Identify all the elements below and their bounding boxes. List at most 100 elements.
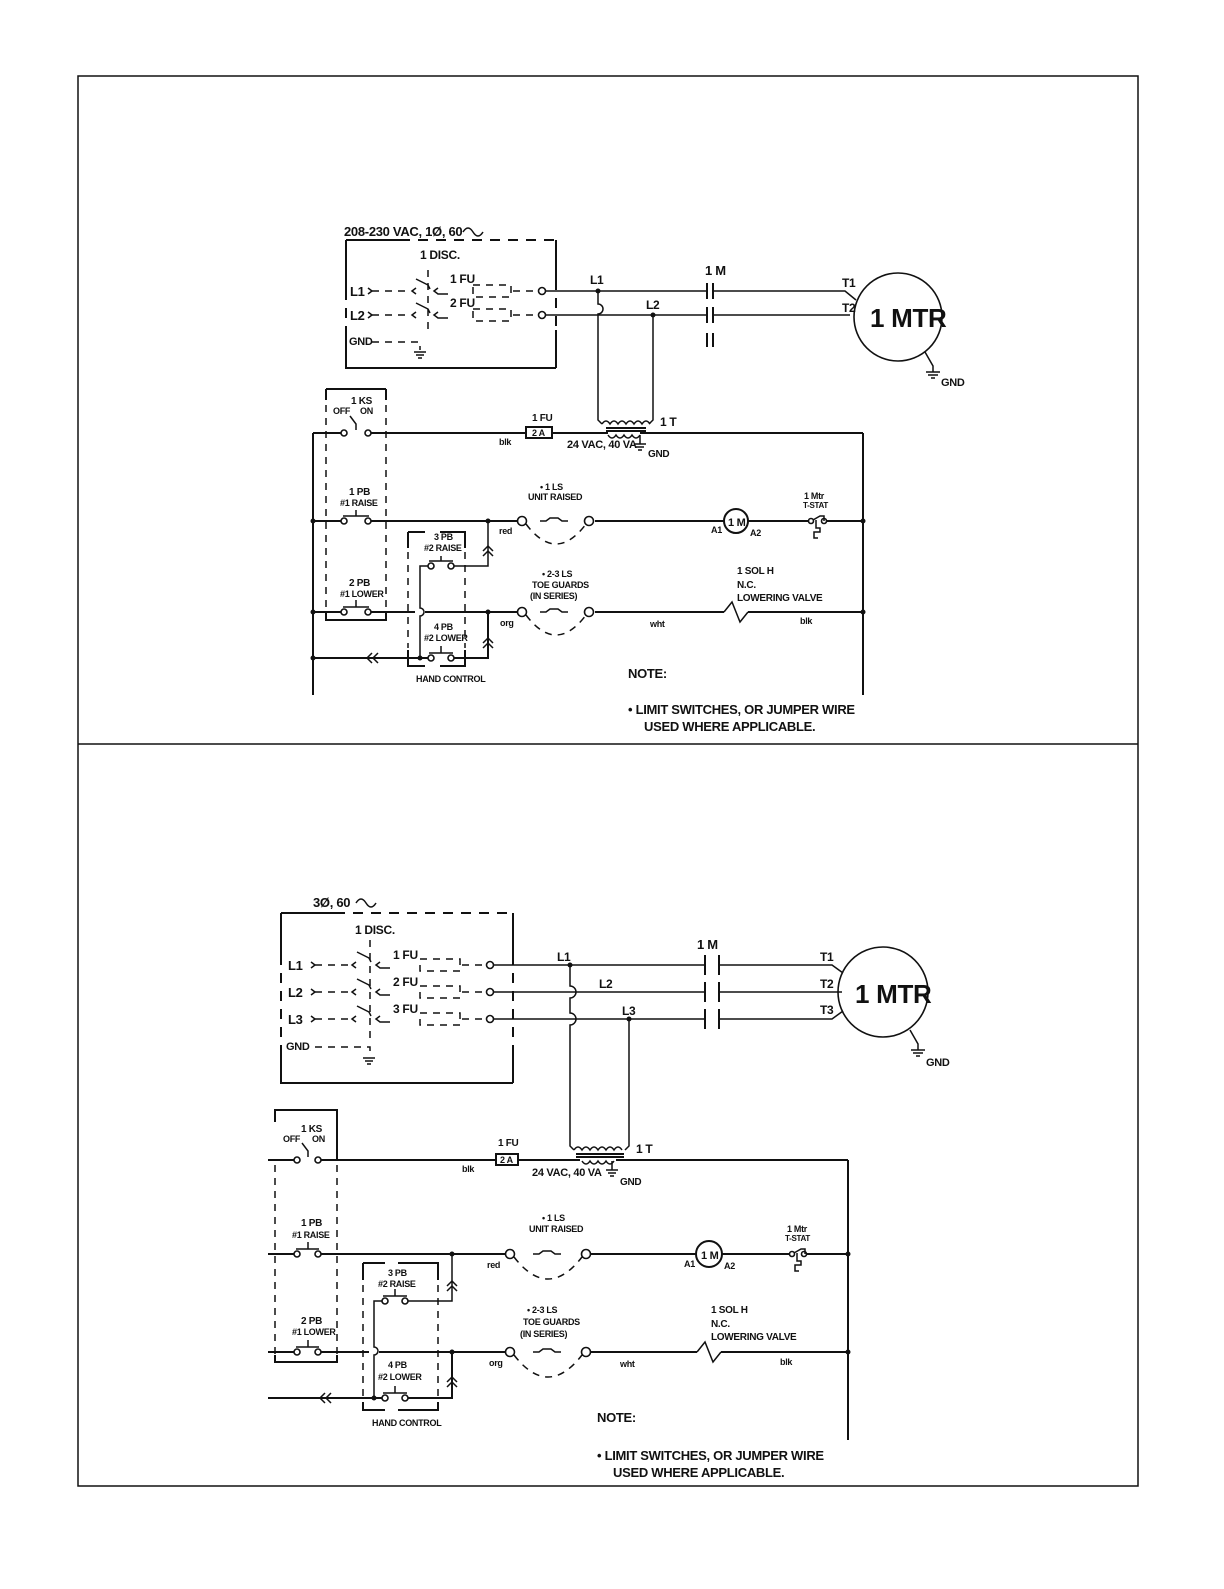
plug-connector-icon [318, 1392, 332, 1404]
wire-label-blk-top: blk [462, 1164, 475, 1174]
fuse-label-3: 3 FU [393, 1002, 418, 1016]
ls23-function: TOE GUARDS [532, 580, 589, 590]
line-l3 [494, 1010, 844, 1020]
pb2-name: 2 PB [301, 1316, 322, 1327]
solenoid-1sol-h [696, 1340, 722, 1364]
line-label-l2: L2 [350, 308, 365, 323]
fuse-label-1: 1 FU [450, 272, 475, 286]
pushbutton-1pb [296, 1242, 319, 1250]
control-fuse-name: 1 FU [532, 413, 553, 424]
pb3-function: #2 RAISE [424, 543, 462, 553]
fuse-3fu [419, 1012, 461, 1026]
transformer-ground-icon [634, 435, 646, 451]
disconnect-enclosure: 3Ø, 60 1 DISC. L1 L2 L3 GND 1 FU 2 FU [280, 895, 514, 1084]
motor-label: 1 MTR [870, 303, 947, 333]
control-fuse-1fu [525, 426, 553, 439]
note-line-1: • LIMIT SWITCHES, OR JUMPER WIRE [597, 1448, 824, 1463]
transformer-secondary [581, 1159, 615, 1165]
tstat-function: T-STAT [803, 501, 828, 510]
fuse-2fu [419, 985, 461, 999]
transformer-rating: 24 VAC, 40 VA [567, 439, 637, 451]
wire-label-blk-bottom: blk [800, 616, 813, 626]
coil-name: 1 M [701, 1250, 719, 1262]
hand-control-label: HAND CONTROL [416, 674, 486, 684]
limit-switch-1ls [533, 1250, 561, 1255]
wire-label-red: red [499, 526, 512, 536]
junction-label-l1: L1 [557, 950, 571, 964]
pushbutton-4pb [429, 646, 453, 654]
single-phase-diagram: 208-230 VAC, 1Ø, 60 1 DISC. L1 L2 GND 1 … [310, 224, 965, 734]
ls23-note: (IN SERIES) [530, 591, 578, 601]
transformer-secondary [607, 433, 641, 439]
wire-label-red: red [487, 1260, 500, 1270]
contactor-1m [706, 283, 714, 347]
pb4-function: #2 LOWER [424, 633, 468, 643]
ls23-name: • 2-3 LS [527, 1305, 558, 1315]
primary-feed-l2 [648, 315, 654, 425]
wire-label-org: org [489, 1358, 503, 1368]
line-l1 [546, 290, 857, 301]
note-title: NOTE: [628, 666, 667, 681]
contactor-1m [704, 955, 720, 1029]
motor-gnd-label: GND [926, 1057, 950, 1069]
pushbutton-3pb [429, 556, 453, 562]
tstat-name: 1 Mtr [804, 491, 825, 501]
solenoid-name: 1 SOL H [711, 1305, 748, 1316]
line-label-l1: L1 [288, 958, 303, 973]
note-line-2: USED WHERE APPLICABLE. [613, 1465, 784, 1480]
motor-ground-icon [926, 371, 940, 379]
pb1-name: 1 PB [349, 487, 370, 498]
pushbutton-3pb [383, 1289, 407, 1297]
transformer-ground-icon [606, 1161, 618, 1177]
control-fuse-1fu [495, 1153, 519, 1166]
power-circuit: L1 L2 L3 1 M 1 MTR T1 T2 T3 GND 1 T 24 V… [494, 937, 950, 1188]
motor-label: 1 MTR [855, 979, 932, 1009]
motor-gnd-label: GND [941, 377, 965, 389]
disconnect-label: 1 DISC. [355, 923, 395, 937]
wire-label-org: org [500, 618, 514, 628]
line-label-l2: L2 [288, 985, 303, 1000]
coil-a1: A1 [684, 1259, 695, 1269]
supply-label: 3Ø, 60 [313, 895, 350, 910]
pb1-function: #1 RAISE [340, 498, 378, 508]
ls1-function: UNIT RAISED [529, 1224, 584, 1234]
note-title: NOTE: [597, 1410, 636, 1425]
transformer-name: 1 T [636, 1142, 653, 1156]
solenoid-type: N.C. [711, 1319, 730, 1330]
power-circuit: L1 L2 1 M 1 MTR T1 T2 GND 1 T 24 VAC, 40… [546, 263, 965, 460]
wire-label-wht: wht [619, 1359, 635, 1369]
key-switch-on: ON [312, 1134, 325, 1144]
pb2-function: #1 LOWER [292, 1327, 336, 1337]
key-switch-off: OFF [333, 406, 351, 416]
primary-feed-l3 [624, 1019, 630, 1151]
limit-switch-2-3ls [533, 1348, 561, 1353]
motor-terminal-t1: T1 [820, 950, 834, 964]
limit-switch-1ls [540, 517, 568, 522]
motor-terminal-t1: T1 [842, 276, 856, 290]
transformer-primary [601, 420, 651, 426]
wire-label-blk-bottom: blk [780, 1357, 793, 1367]
junction-label-l2: L2 [599, 977, 613, 991]
motor-terminal-t2: T2 [820, 977, 834, 991]
key-switch-off: OFF [283, 1134, 301, 1144]
disconnect-label: 1 DISC. [420, 248, 460, 262]
ls23-function: TOE GUARDS [523, 1317, 580, 1327]
ac-tilde-icon [462, 227, 484, 237]
disconnect-enclosure: 208-230 VAC, 1Ø, 60 1 DISC. L1 L2 GND 1 … [344, 224, 557, 369]
transformer-rating: 24 VAC, 40 VA [532, 1167, 602, 1179]
coil-a2: A2 [750, 528, 761, 538]
solenoid-1sol-h [723, 600, 749, 624]
note-block: NOTE: • LIMIT SWITCHES, OR JUMPER WIRE U… [628, 666, 856, 734]
pb1-name: 1 PB [301, 1218, 322, 1229]
junction-label-l3: L3 [622, 1004, 636, 1018]
thermostat-switch [812, 515, 825, 539]
motor-ground-icon [911, 1049, 925, 1057]
gnd-label: GND [286, 1041, 310, 1053]
junction-label-l2: L2 [646, 298, 660, 312]
solenoid-name: 1 SOL H [737, 566, 774, 577]
hand-control-label: HAND CONTROL [372, 1418, 442, 1428]
line-label-l1: L1 [350, 284, 365, 299]
solenoid-function: LOWERING VALVE [737, 593, 823, 604]
note-line-1: • LIMIT SWITCHES, OR JUMPER WIRE [628, 702, 855, 717]
